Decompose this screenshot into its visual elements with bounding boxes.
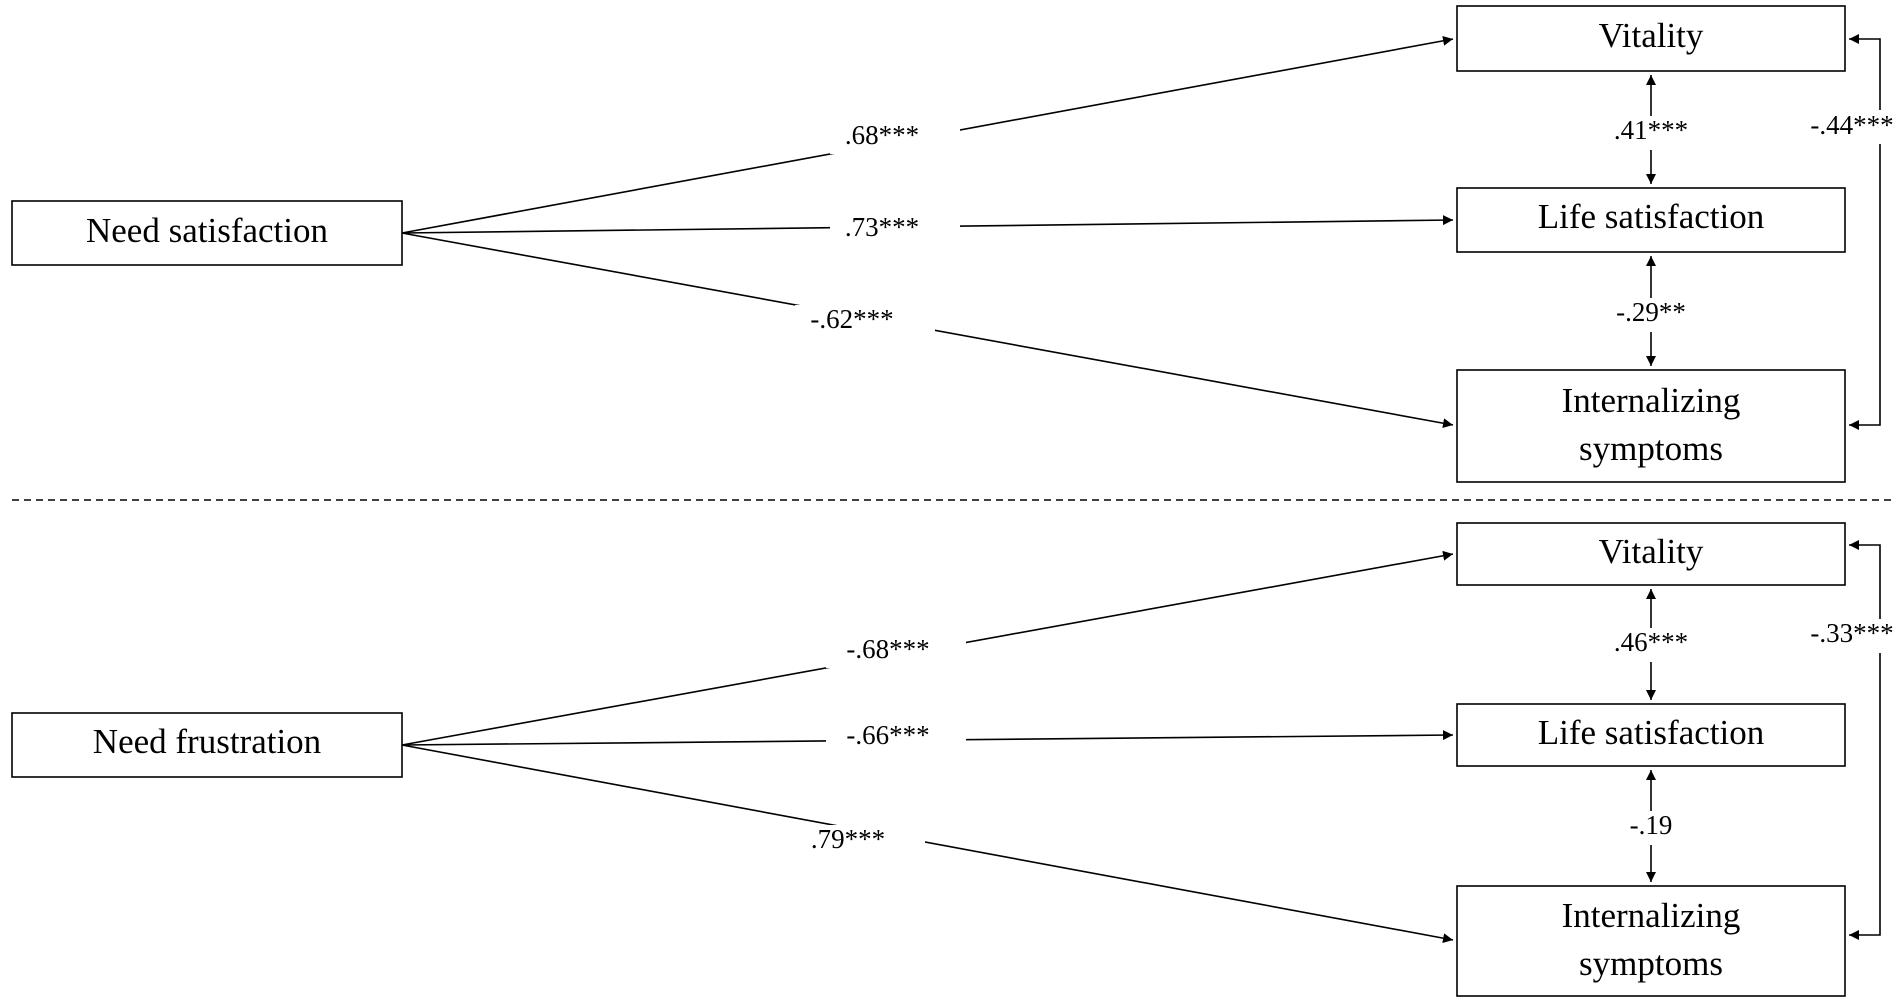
path-coefficient: .68*** [845, 120, 919, 150]
outcome-label: Vitality [1599, 532, 1704, 571]
outcome-node-internalizing-symptoms: Internalizing symptoms [1456, 369, 1846, 483]
outcome-label-line1: Internalizing [1562, 381, 1741, 420]
correlation-arrow [1849, 34, 1881, 430]
outcome-node-life-satisfaction: Life satisfaction [1456, 187, 1846, 253]
path-coefficient: .79*** [811, 824, 885, 854]
correlation-arrow [1849, 540, 1881, 940]
panel-need-satisfaction: Need satisfaction Vitality Life satisfac… [11, 5, 1900, 483]
outcome-node-internalizing-symptoms: Internalizing symptoms [1456, 885, 1846, 997]
path-arrow [401, 744, 1454, 944]
correlation-coefficient: .46*** [1614, 627, 1688, 657]
path-coefficient: -.66*** [846, 720, 929, 750]
outcome-label: Life satisfaction [1538, 713, 1764, 752]
outcome-label-line1: Internalizing [1562, 896, 1741, 935]
path-coefficient: .73*** [845, 212, 919, 242]
predictor-node: Need frustration [11, 712, 403, 778]
path-coefficient: -.62*** [810, 304, 893, 334]
outcome-node-life-satisfaction: Life satisfaction [1456, 703, 1846, 767]
correlation-coefficient: -.29** [1616, 297, 1686, 327]
correlation-coefficient: -.19 [1630, 810, 1673, 840]
correlation-coefficient: .41*** [1614, 115, 1688, 145]
outcome-node-vitality: Vitality [1456, 5, 1846, 72]
path-coefficient: -.68*** [846, 634, 929, 664]
outcome-node-vitality: Vitality [1456, 522, 1846, 586]
predictor-node: Need satisfaction [11, 200, 403, 266]
panel-need-frustration: Need frustration Vitality Life satisfact… [11, 522, 1900, 997]
predictor-label: Need satisfaction [86, 211, 328, 250]
outcome-label: Vitality [1599, 16, 1704, 55]
predictor-label: Need frustration [93, 722, 321, 761]
correlation-coefficient: -.44*** [1810, 110, 1893, 140]
outcome-label-line2: symptoms [1579, 429, 1723, 468]
outcome-label-line2: symptoms [1579, 944, 1723, 983]
outcome-label: Life satisfaction [1538, 197, 1764, 236]
correlation-coefficient: -.33*** [1810, 618, 1893, 648]
